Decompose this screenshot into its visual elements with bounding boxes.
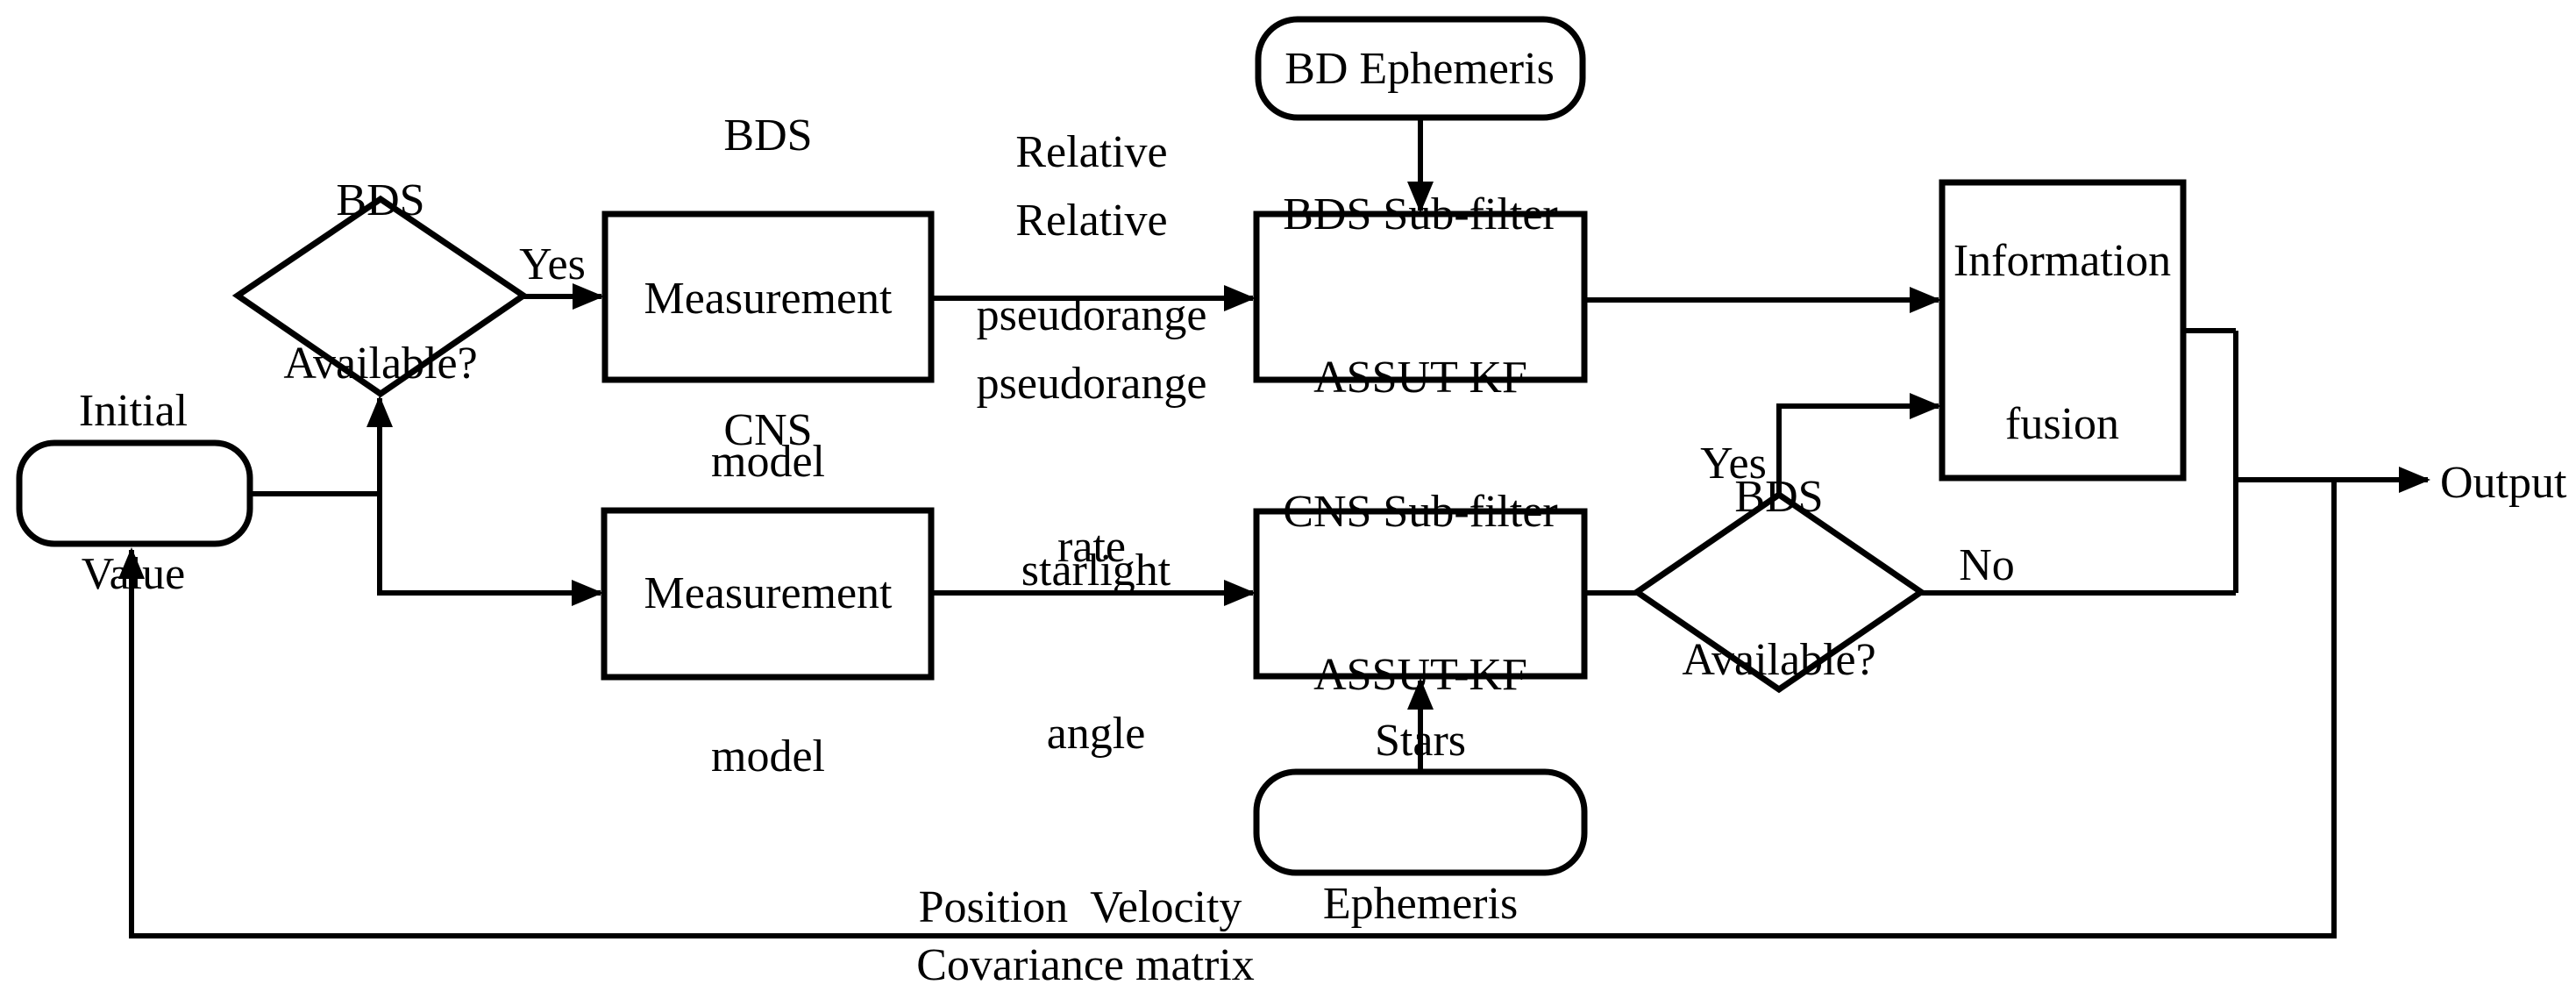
bds-subfilter-node [1253,211,1588,383]
yes-left-edge-label: Yes [519,239,586,289]
information-fusion-label: Information fusion [1953,236,2172,449]
bd-ephemeris-label: BD Ephemeris [1284,44,1555,94]
initial-value-label: Initial Value [78,386,189,599]
output-label: Output [2440,458,2567,508]
bds-available-right-label: BDS Available? [1682,472,1876,685]
bds-available-left-label: BDS Available? [283,175,478,389]
yes-right-edge-label: Yes [1700,439,1767,489]
starlight-angle-edge-label: starlight angle [1021,546,1171,759]
relative-pseudorange-rate-edge-label: Relative pseudorange rate [976,196,1207,572]
bds-available-right-node [1631,490,1927,694]
bds-available-left-node [231,195,530,398]
bds-subfilter-label: BDS Sub-filter ASSUT-KF [1283,189,1558,403]
edge-split-to-cnsmeas [377,494,603,606]
cns-measurement-label: CNS Measurement model [644,405,893,781]
cns-subfilter-label: CNS Sub-filter ASSUT-KF [1283,487,1558,700]
stars-ephemeris-label: Stars Ephemeris [1322,716,1519,929]
feedback-position-velocity-label: Position Velocity [918,882,1242,932]
feedback-covariance-matrix-label: Covariance matrix [916,940,1255,990]
bds-measurement-label: BDS Measurement model [644,111,893,487]
no-edge-label: No [1959,540,2015,590]
edge-yes-to-fusion [1776,393,1941,495]
relative-pseudorange-edge-label: Relative pseudorange [976,127,1207,340]
edge-feedback-loop [118,480,2337,938]
